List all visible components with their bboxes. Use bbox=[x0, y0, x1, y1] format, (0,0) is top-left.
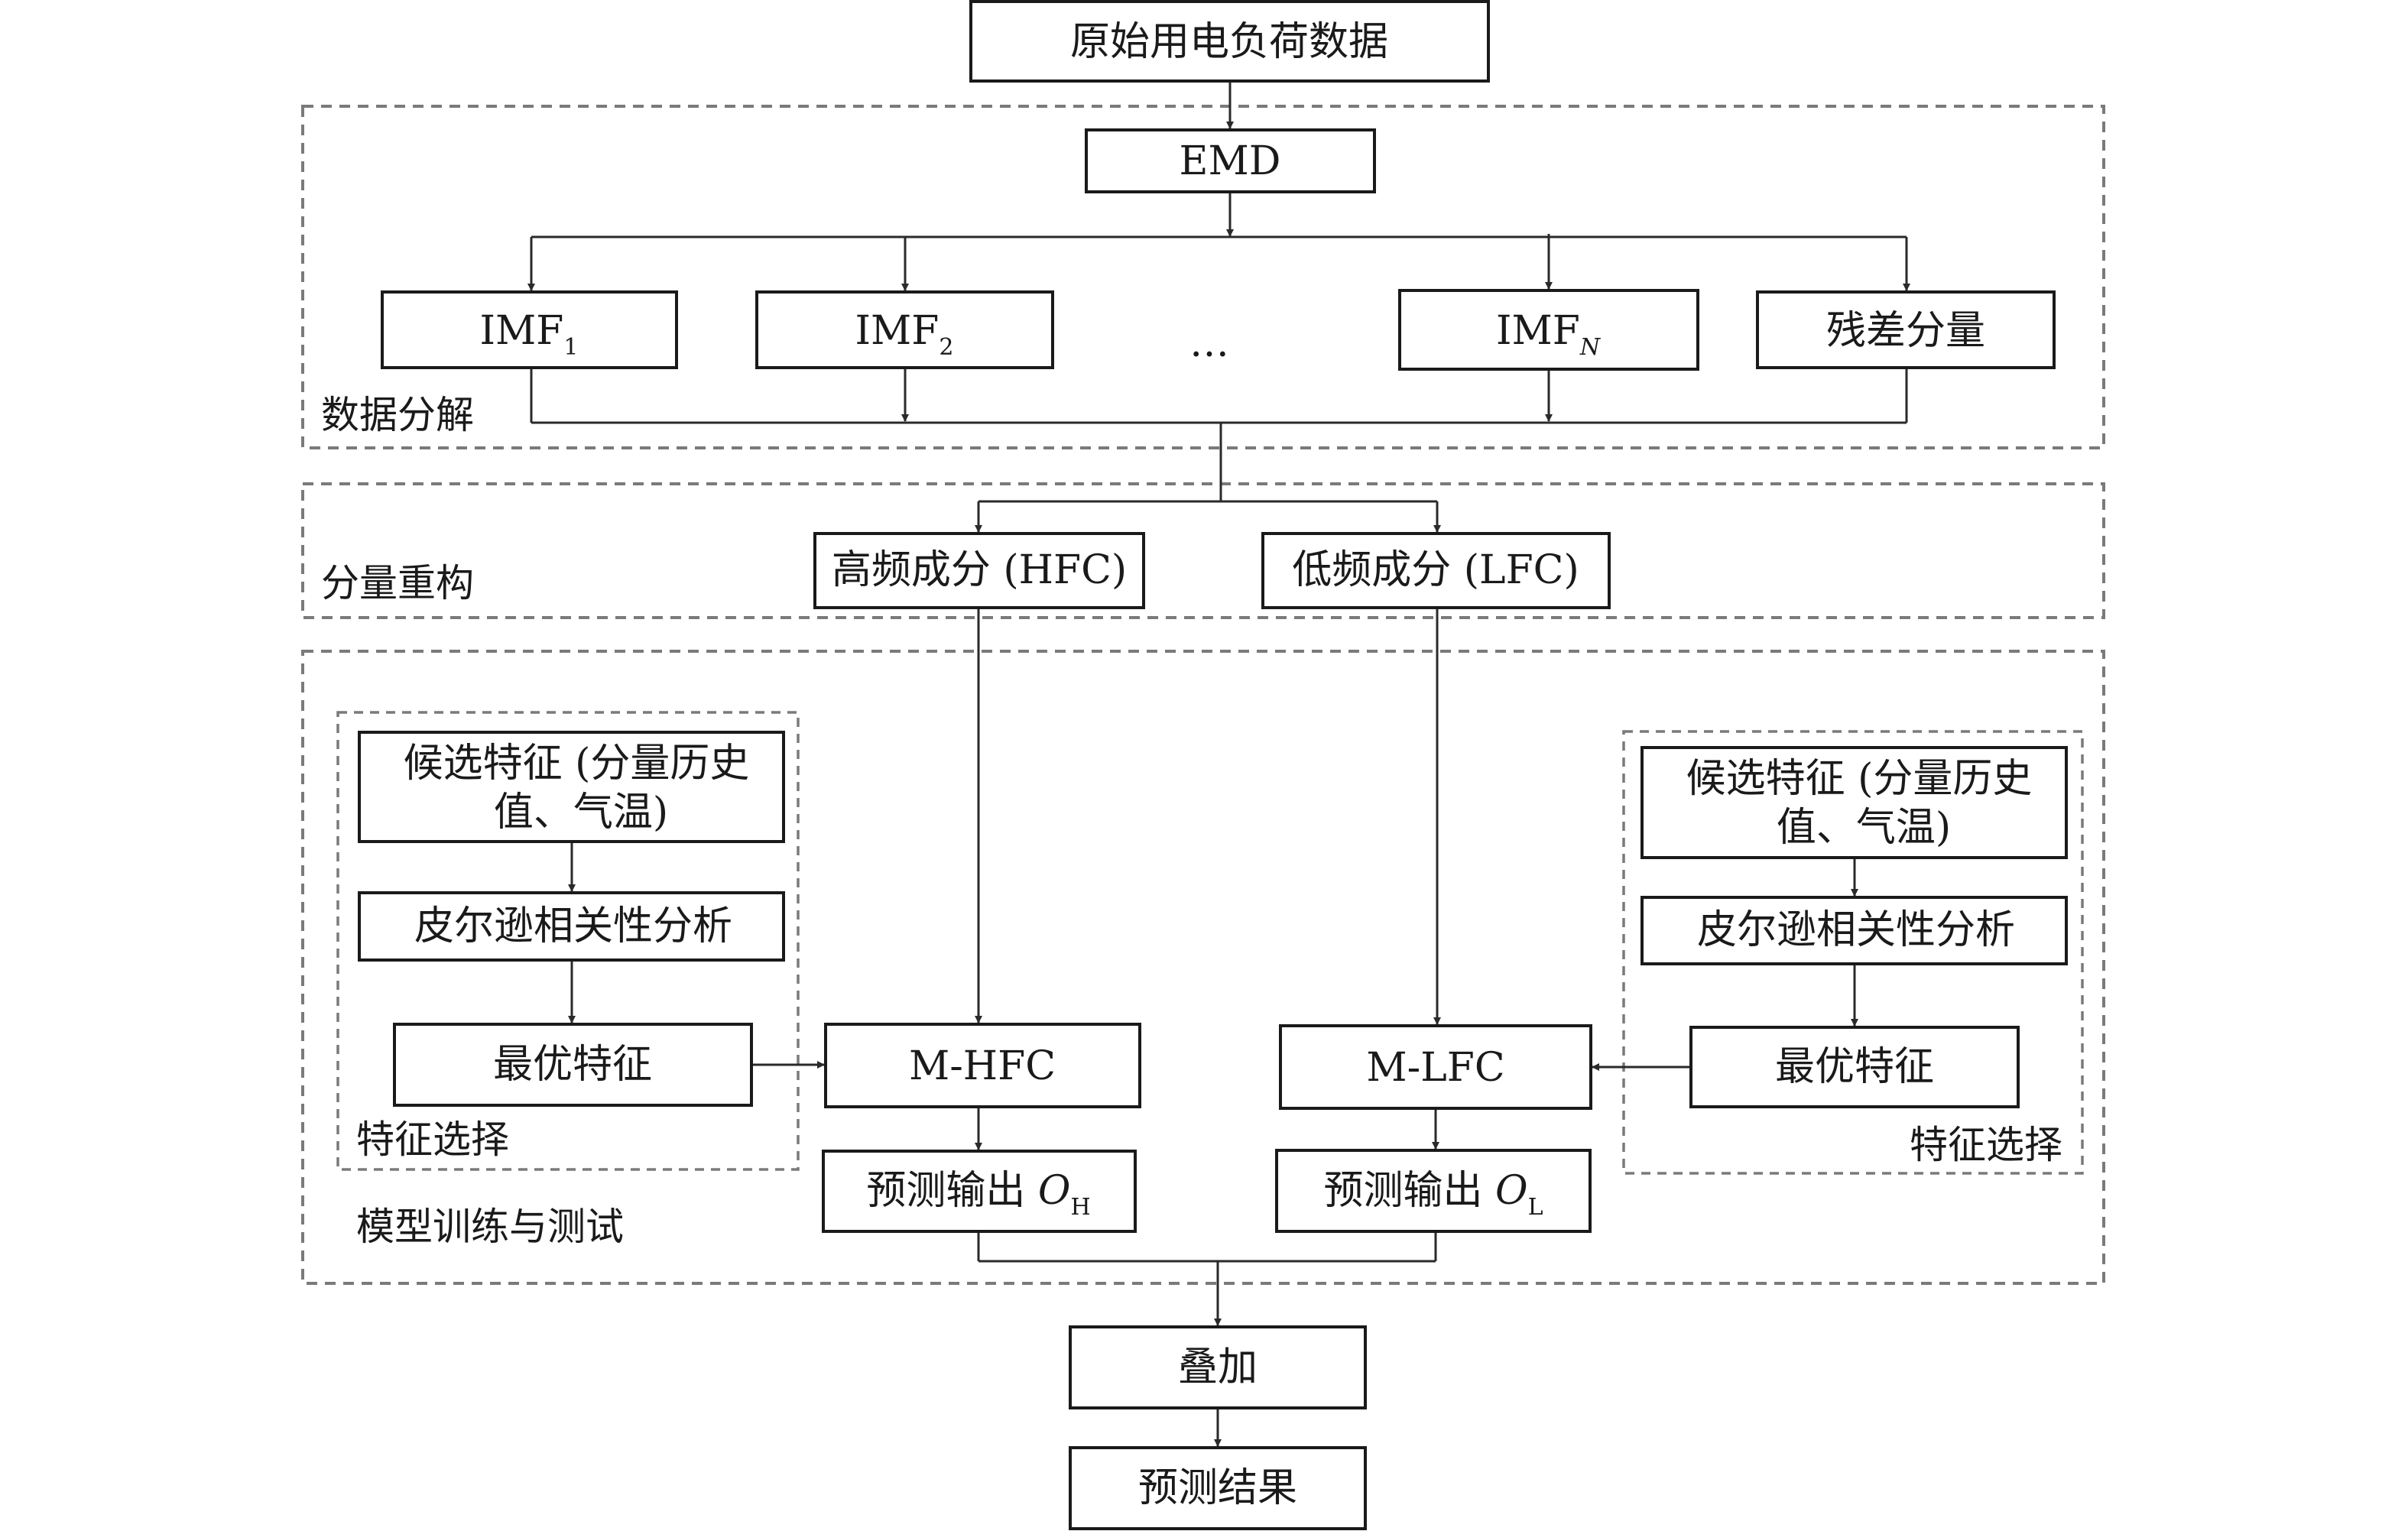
connectors bbox=[527, 81, 1910, 1447]
residual-label: 残差分量 bbox=[1826, 308, 1985, 354]
reconstruction-region bbox=[301, 482, 2105, 619]
feature-selection-right-label: 特征选择 bbox=[1910, 1123, 2062, 1167]
candidate-right-line1: 候选特征 (分量历史 bbox=[1686, 756, 2033, 802]
candidate-right-line2: 值、气温) bbox=[1777, 805, 1951, 851]
pearson-right-label: 皮尔逊相关性分析 bbox=[1697, 907, 2015, 953]
imfn-label: IMFN bbox=[1496, 308, 1602, 361]
node-residual: 残差分量 bbox=[1756, 290, 2056, 369]
node-hfc: 高频成分 (HFC) bbox=[813, 532, 1145, 609]
m-lfc-label: M-LFC bbox=[1366, 1045, 1504, 1091]
predict-h-label: 预测输出 OH bbox=[866, 1168, 1090, 1221]
node-lfc: 低频成分 (LFC) bbox=[1261, 532, 1611, 609]
emd-label: EMD bbox=[1180, 138, 1281, 184]
node-m-hfc: M-HFC bbox=[824, 1023, 1141, 1108]
node-optimal-right: 最优特征 bbox=[1689, 1026, 2020, 1108]
feature-selection-right-region bbox=[1622, 730, 2084, 1175]
optimal-left-label: 最优特征 bbox=[493, 1042, 652, 1088]
node-pearson-right: 皮尔逊相关性分析 bbox=[1640, 896, 2068, 965]
reconstruction-label: 分量重构 bbox=[321, 561, 474, 605]
lfc-label: 低频成分 (LFC) bbox=[1292, 547, 1579, 593]
training-label: 模型训练与测试 bbox=[356, 1205, 624, 1249]
decomposition-label: 数据分解 bbox=[321, 393, 474, 437]
hfc-label: 高频成分 (HFC) bbox=[832, 547, 1127, 593]
optimal-right-label: 最优特征 bbox=[1775, 1044, 1934, 1090]
imf1-label: IMF1 bbox=[480, 308, 579, 361]
decomposition-region bbox=[301, 105, 2105, 449]
node-candidate-right: 候选特征 (分量历史 值、气温) bbox=[1640, 746, 2068, 859]
candidate-left-line2: 值、气温) bbox=[494, 790, 668, 835]
ellipsis: … bbox=[1189, 320, 1229, 366]
result-label: 预测结果 bbox=[1138, 1465, 1297, 1511]
node-emd: EMD bbox=[1085, 128, 1376, 193]
pearson-left-label: 皮尔逊相关性分析 bbox=[414, 903, 732, 949]
feature-selection-left-label: 特征选择 bbox=[356, 1117, 509, 1162]
training-region bbox=[301, 650, 2105, 1285]
node-imf2: IMF2 bbox=[755, 290, 1054, 369]
feature-selection-left-region bbox=[336, 711, 800, 1171]
node-optimal-left: 最优特征 bbox=[393, 1023, 753, 1107]
node-raw-data: 原始用电负荷数据 bbox=[969, 0, 1490, 83]
imf2-label: IMF2 bbox=[855, 308, 954, 361]
node-imfn: IMFN bbox=[1398, 289, 1699, 371]
node-imf1: IMF1 bbox=[381, 290, 678, 369]
node-pearson-left: 皮尔逊相关性分析 bbox=[358, 891, 785, 962]
node-m-lfc: M-LFC bbox=[1279, 1024, 1592, 1110]
node-superpose: 叠加 bbox=[1069, 1325, 1367, 1409]
candidate-left-line1: 候选特征 (分量历史 bbox=[404, 741, 750, 787]
raw-data-label: 原始用电负荷数据 bbox=[1070, 19, 1388, 65]
superpose-label: 叠加 bbox=[1178, 1344, 1258, 1390]
node-candidate-left: 候选特征 (分量历史 值、气温) bbox=[358, 731, 785, 843]
node-predict-l: 预测输出 OL bbox=[1275, 1149, 1592, 1233]
m-hfc-label: M-HFC bbox=[909, 1043, 1056, 1089]
node-predict-h: 预测输出 OH bbox=[822, 1150, 1137, 1233]
node-result: 预测结果 bbox=[1069, 1446, 1367, 1530]
predict-l-label: 预测输出 OL bbox=[1323, 1168, 1543, 1221]
